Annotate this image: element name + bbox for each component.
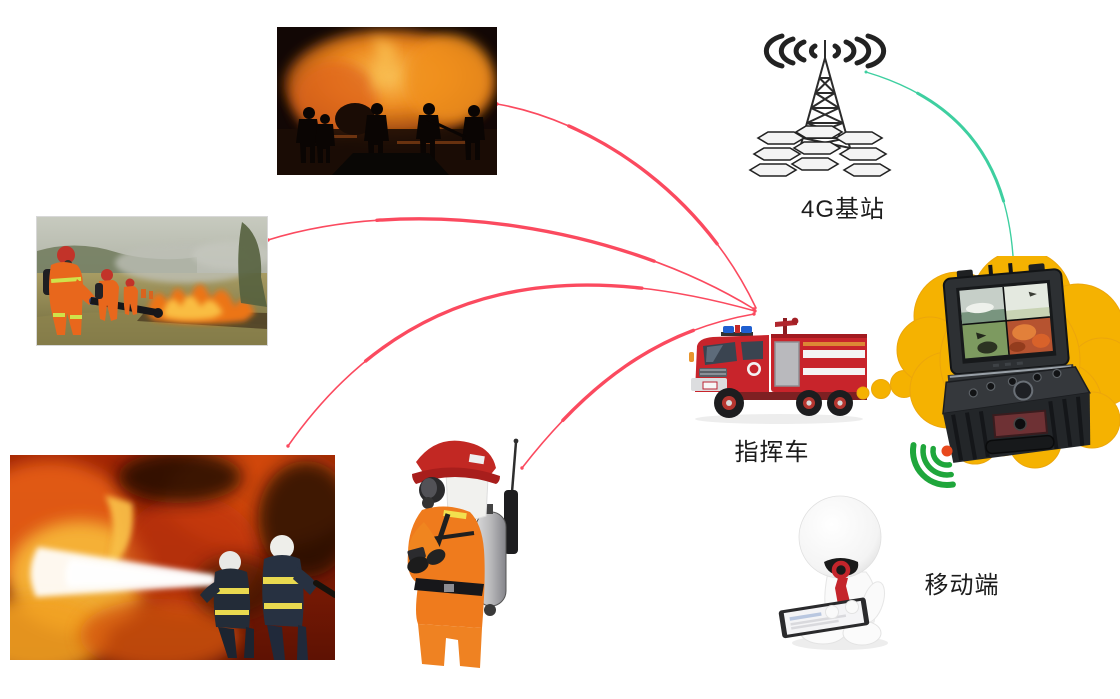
- command-vehicle-label: 指挥车: [734, 439, 810, 466]
- fire-scene-blaze: [10, 455, 335, 660]
- fire-scene-night: [277, 27, 497, 175]
- pink-link-1: [496, 103, 757, 309]
- thought-dot: [856, 386, 870, 400]
- fire-truck: [689, 317, 867, 424]
- hose-firefighter-1: [200, 551, 254, 658]
- quad-video-screen: [959, 283, 1053, 359]
- figure-with-tablet: [778, 495, 888, 650]
- fire-scene-grassland: [36, 216, 268, 346]
- radio-waves-icon: [763, 33, 887, 69]
- wireless-signal-icon: [910, 442, 956, 488]
- firefighter-cutout: [407, 438, 519, 668]
- pink-link-2: [267, 218, 755, 310]
- hose-firefighter-2: [262, 535, 335, 660]
- tower-base-stack: [748, 125, 892, 177]
- base-station-label: 4G基站: [800, 196, 885, 223]
- thought-dot: [871, 379, 891, 399]
- thought-cloud: [856, 256, 1120, 469]
- rugged-case-terminal: [942, 263, 1091, 463]
- cell-tower-icon: [748, 33, 892, 177]
- mobile-terminal-label: 移动端: [924, 572, 1000, 599]
